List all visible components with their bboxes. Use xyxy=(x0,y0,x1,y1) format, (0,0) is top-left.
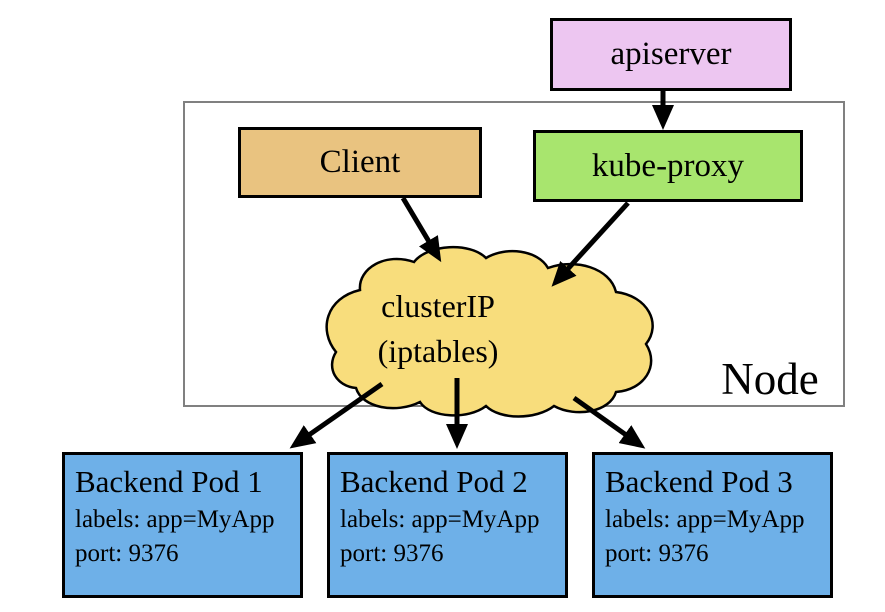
pod-port-line: port: 9376 xyxy=(605,540,709,567)
kube-proxy-box: kube-proxy xyxy=(533,130,803,202)
clusterip-cloud-label: clusterIP (iptables) xyxy=(330,284,546,374)
apiserver-label: apiserver xyxy=(610,36,732,72)
backend-pod-1-box: Backend Pod 1 labels: app=MyApp port: 93… xyxy=(62,452,303,598)
node-label: Node xyxy=(721,354,819,404)
pod-labels-line: labels: app=MyApp xyxy=(605,506,805,533)
pod-title: Backend Pod 2 xyxy=(340,464,528,499)
clusterip-label-line1: clusterIP xyxy=(381,288,495,324)
pod-title: Backend Pod 3 xyxy=(605,464,793,499)
client-box: Client xyxy=(238,127,482,198)
backend-pod-3-box: Backend Pod 3 labels: app=MyApp port: 93… xyxy=(592,452,833,598)
client-label: Client xyxy=(319,144,401,180)
pod-title: Backend Pod 1 xyxy=(75,464,263,499)
kube-proxy-label: kube-proxy xyxy=(591,147,745,184)
pod-port-line: port: 9376 xyxy=(340,540,444,567)
clusterip-label-line2: (iptables) xyxy=(377,333,499,369)
apiserver-box: apiserver xyxy=(550,18,792,91)
pod-port-line: port: 9376 xyxy=(75,540,179,567)
pod-labels-line: labels: app=MyApp xyxy=(75,506,275,533)
pod-labels-line: labels: app=MyApp xyxy=(340,506,540,533)
backend-pod-2-box: Backend Pod 2 labels: app=MyApp port: 93… xyxy=(327,452,568,598)
